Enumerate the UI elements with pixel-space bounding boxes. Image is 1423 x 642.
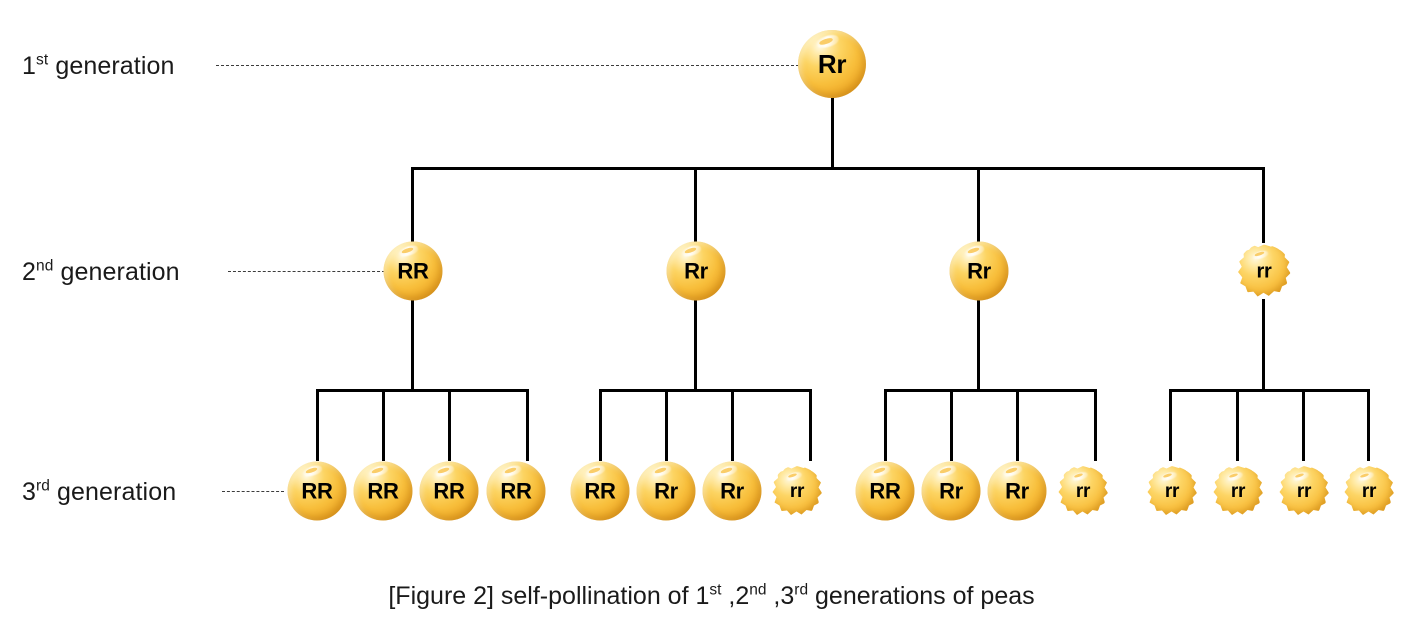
connector-family-2-stem: [694, 299, 698, 390]
pea-node-gen3-4[interactable]: RR: [486, 461, 546, 521]
caption-separator-1: ,2: [721, 582, 750, 610]
genotype-label: RR: [367, 478, 399, 503]
connector-family-3-drop-3: [1016, 389, 1020, 461]
connector-family-3-bus: [884, 389, 1097, 393]
genotype-label: RR: [869, 478, 901, 503]
genotype-label: Rr: [684, 258, 708, 283]
caption-gen2-ordinal: nd: [749, 581, 767, 599]
pea-node-gen3-7[interactable]: Rr: [702, 461, 762, 521]
connector-family-2-bus: [599, 389, 812, 393]
genotype-label: RR: [301, 478, 333, 503]
pea-node-gen3-5[interactable]: RR: [570, 461, 630, 521]
genotype-label: Rr: [1005, 478, 1029, 503]
pea-node-gen3-2[interactable]: RR: [353, 461, 413, 521]
gen2-ordinal-suffix: nd: [36, 257, 54, 275]
genotype-label: RR: [397, 258, 429, 283]
caption-separator-2: ,3: [766, 582, 795, 610]
connector-family-4-drop-1: [1169, 389, 1173, 461]
pea-node-gen3-8[interactable]: rr: [772, 466, 822, 516]
leader-line-generation-3: [222, 491, 284, 492]
connector-family-3-drop-4: [1094, 389, 1098, 461]
genotype-label: Rr: [967, 258, 991, 283]
connector-gen2-drop-3: [977, 167, 981, 243]
pea-node-gen3-6[interactable]: Rr: [636, 461, 696, 521]
genotype-label: Rr: [720, 478, 744, 503]
connector-family-2-drop-1: [599, 389, 603, 461]
connector-family-4-bus: [1169, 389, 1368, 393]
pea-node-gen3-3[interactable]: RR: [419, 461, 479, 521]
pea-node-gen3-1[interactable]: RR: [287, 461, 347, 521]
pea-node-gen3-11[interactable]: Rr: [987, 461, 1047, 521]
caption-prefix: [Figure 2] self-pollination of: [388, 582, 696, 610]
connector-gen1-stem: [831, 97, 835, 168]
gen3-ordinal-suffix: rd: [36, 477, 50, 495]
genotype-label: rr: [1075, 480, 1091, 502]
connector-gen2-drop-1: [411, 167, 415, 243]
pea-node-gen2-3[interactable]: Rr: [949, 241, 1009, 301]
connector-family-2-drop-3: [731, 389, 735, 461]
connector-family-3-stem: [977, 299, 981, 390]
genotype-label: rr: [1256, 260, 1272, 282]
pea-node-gen3-10[interactable]: Rr: [921, 461, 981, 521]
genotype-label: Rr: [654, 478, 678, 503]
caption-gen1-number: 1: [695, 582, 710, 610]
generation-label-3: 3rd generation: [22, 478, 176, 507]
gen2-word: generation: [53, 258, 180, 286]
leader-line-generation-2: [228, 271, 385, 272]
pea-node-gen3-15[interactable]: rr: [1279, 466, 1329, 516]
gen3-word: generation: [50, 478, 177, 506]
caption-gen3-ordinal: rd: [794, 581, 809, 599]
figure-caption: [Figure 2] self-pollination of 1st ,2nd …: [0, 582, 1423, 611]
genotype-label: rr: [789, 480, 805, 502]
pea-node-gen1-1[interactable]: Rr: [798, 30, 866, 98]
genotype-label: rr: [1230, 480, 1246, 502]
connector-family-2-drop-4: [809, 389, 813, 461]
caption-suffix: generations of peas: [808, 582, 1035, 610]
gen3-number: 3: [22, 478, 37, 506]
pea-node-gen2-4[interactable]: rr: [1238, 244, 1291, 298]
connector-family-1-drop-3: [448, 389, 452, 461]
connector-family-4-drop-2: [1236, 389, 1240, 461]
connector-gen2-drop-2: [694, 167, 698, 243]
connector-family-2-drop-2: [665, 389, 669, 461]
genotype-label: rr: [1164, 480, 1180, 502]
genotype-label: Rr: [817, 49, 847, 79]
genotype-label: RR: [584, 478, 616, 503]
connector-family-1-stem: [411, 299, 415, 390]
genotype-label: rr: [1361, 480, 1377, 502]
generation-label-2: 2nd generation: [22, 258, 180, 287]
connector-gen2-drop-4: [1262, 167, 1266, 243]
generation-label-1: 1st generation: [22, 52, 174, 81]
caption-gen1-ordinal: st: [709, 581, 722, 599]
pea-node-gen3-9[interactable]: RR: [855, 461, 915, 521]
genotype-label: Rr: [939, 478, 963, 503]
genotype-label: RR: [433, 478, 465, 503]
pea-node-gen3-13[interactable]: rr: [1147, 466, 1197, 516]
genotype-label: RR: [500, 478, 532, 503]
gen2-number: 2: [22, 258, 37, 286]
connector-family-1-drop-2: [382, 389, 386, 461]
connector-gen2-bus: [411, 167, 1264, 171]
pea-node-gen3-12[interactable]: rr: [1058, 466, 1108, 516]
pea-node-gen2-2[interactable]: Rr: [666, 241, 726, 301]
gen1-word: generation: [48, 52, 175, 80]
genotype-label: rr: [1296, 480, 1312, 502]
connector-family-1-drop-1: [316, 389, 320, 461]
gen1-number: 1: [22, 52, 37, 80]
connector-family-4-stem: [1262, 299, 1266, 390]
connector-family-4-drop-3: [1302, 389, 1306, 461]
pea-node-gen3-14[interactable]: rr: [1213, 466, 1263, 516]
leader-line-generation-1: [216, 65, 804, 66]
gen1-ordinal-suffix: st: [36, 51, 49, 69]
connector-family-3-drop-2: [950, 389, 954, 461]
pea-node-gen2-1[interactable]: RR: [383, 241, 443, 301]
connector-family-1-bus: [316, 389, 529, 393]
connector-family-1-drop-4: [526, 389, 530, 461]
connector-family-4-drop-4: [1367, 389, 1371, 461]
pea-node-gen3-16[interactable]: rr: [1344, 466, 1394, 516]
connector-family-3-drop-1: [884, 389, 888, 461]
